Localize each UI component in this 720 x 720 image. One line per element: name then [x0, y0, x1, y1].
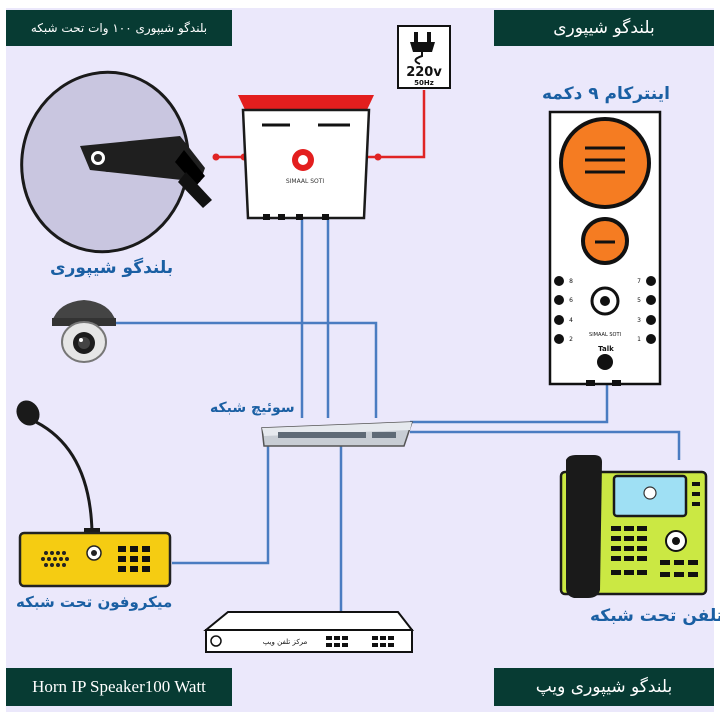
- horn-label: بلندگو شیپوری: [50, 258, 174, 278]
- power-plug-icon: 220v 50Hz: [397, 25, 451, 89]
- intercom-key[interactable]: [554, 315, 564, 325]
- switch-label: سوئیچ شبکه: [210, 400, 295, 416]
- phone-label: تلفن تحت شبکه: [590, 606, 720, 626]
- junction-dot: [212, 153, 220, 161]
- intercom-key-label: 1: [637, 336, 641, 343]
- junction-dot: [374, 153, 382, 161]
- badge-bottom-right-text: بلندگو شیپوری ویپ: [535, 677, 673, 697]
- intercom-key[interactable]: [646, 295, 656, 305]
- badge-bottom-right: بلندگو شیپوری ویپ: [494, 668, 714, 706]
- ip-phone: [559, 455, 708, 598]
- amplifier-brand: SIMAAL SOTI: [286, 178, 325, 185]
- intercom-key[interactable]: [646, 334, 656, 344]
- voip-server: مرکز تلفن ویپ: [203, 611, 415, 653]
- server-label: مرکز تلفن ویپ: [263, 638, 308, 646]
- microphone-device: [16, 400, 172, 588]
- badge-top-right-text: بلندگو شیپوری: [553, 18, 655, 38]
- microphone-label: میکروفون تحت شبکه: [16, 593, 173, 611]
- badge-top-left-text: بلندگو شیپوری ۱۰۰ وات تحت شبکه: [30, 21, 208, 35]
- network-switch: [261, 421, 414, 447]
- power-wires: [216, 90, 426, 159]
- wire-camera-switch: [112, 321, 378, 418]
- wire-intercom-switch: [410, 384, 609, 424]
- intercom-key-label: 5: [637, 297, 641, 304]
- badge-top-left: بلندگو شیپوری ۱۰۰ وات تحت شبکه: [6, 10, 232, 46]
- intercom-panel: SIMAAL SOTI Talk: [548, 110, 662, 386]
- badge-bottom-left: Horn IP Speaker100 Watt: [6, 668, 232, 706]
- network-wires: [112, 218, 681, 612]
- intercom-key-label: 2: [569, 336, 573, 343]
- intercom-key[interactable]: [554, 295, 564, 305]
- intercom-key-label: 6: [569, 297, 573, 304]
- intercom-keys-right: 7 5 3 1: [637, 276, 656, 344]
- badge-bottom-left-text: Horn IP Speaker100 Watt: [32, 677, 206, 696]
- power-frequency: 50Hz: [414, 79, 434, 87]
- wire-phone-switch: [410, 430, 681, 460]
- intercom-key-label: 4: [569, 317, 573, 324]
- horn-speaker-icon: [20, 70, 212, 254]
- amplifier-box: SIMAAL SOTI: [238, 95, 374, 220]
- intercom-key[interactable]: [646, 276, 656, 286]
- intercom-key[interactable]: [646, 315, 656, 325]
- intercom-brand: SIMAAL SOTI: [589, 332, 621, 338]
- intercom-key[interactable]: [554, 334, 564, 344]
- intercom-key-label: 3: [637, 317, 641, 324]
- intercom-key[interactable]: [554, 276, 564, 286]
- intercom-talk-label: Talk: [598, 345, 614, 353]
- intercom-keys-left: 8 6 4 2: [554, 276, 573, 344]
- intercom-label: اینترکام ۹ دکمه: [542, 84, 670, 104]
- badge-top-right: بلندگو شیپوری: [494, 10, 714, 46]
- intercom-key-label: 8: [569, 278, 573, 285]
- wire-mic-switch: [172, 446, 270, 565]
- wire-power-amplifier: [363, 90, 426, 159]
- power-voltage: 220v: [406, 65, 442, 80]
- dome-camera-icon: [52, 300, 116, 363]
- intercom-key-label: 7: [637, 278, 641, 285]
